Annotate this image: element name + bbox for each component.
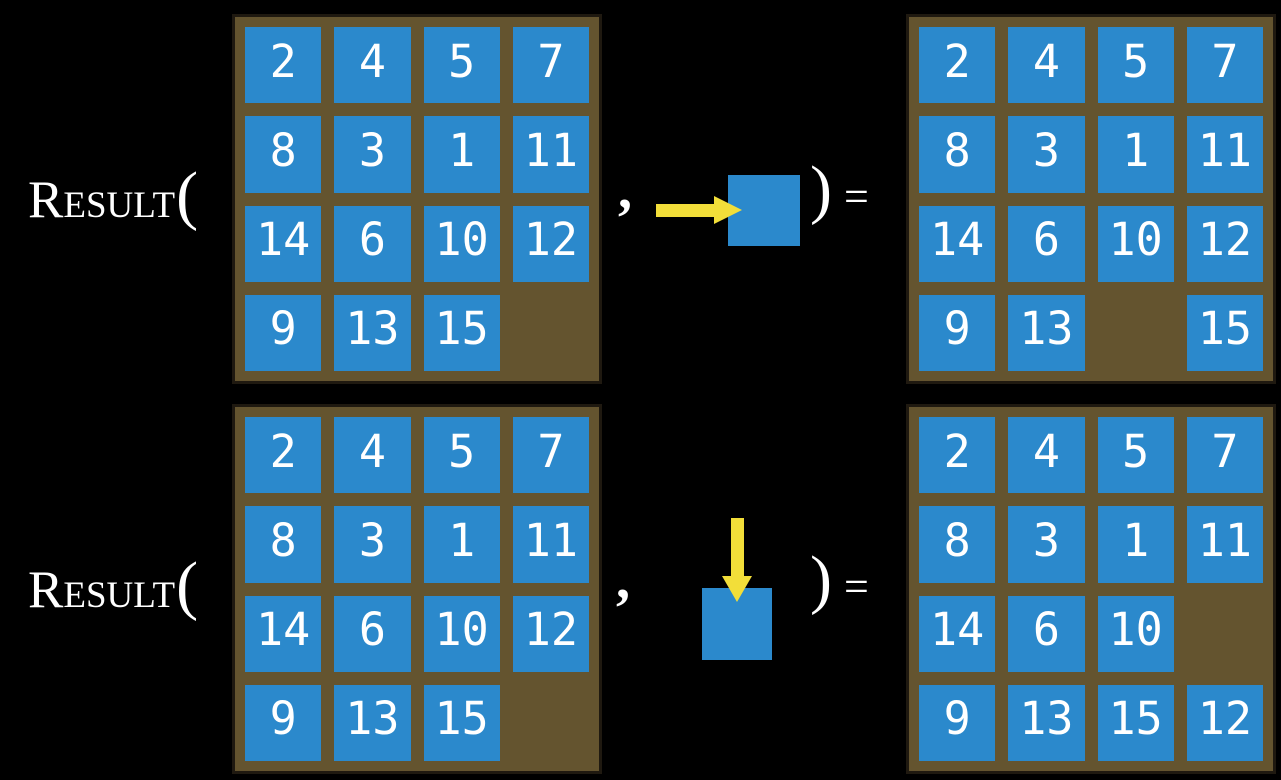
tile-14: 14	[919, 205, 996, 282]
tile-2: 2	[919, 27, 996, 104]
tile-14: 14	[245, 205, 322, 282]
tile-2: 2	[245, 417, 322, 494]
tile-6: 6	[334, 595, 411, 672]
tile-3: 3	[1008, 116, 1085, 193]
open-paren: (	[176, 159, 199, 232]
close-equals-1: )=	[810, 157, 869, 223]
tile-3: 3	[334, 116, 411, 193]
tile-15: 15	[423, 684, 500, 761]
tile-10: 10	[1097, 205, 1174, 282]
tile-11: 11	[512, 506, 589, 583]
tile-4: 4	[1008, 27, 1085, 104]
tile-1: 1	[1097, 116, 1174, 193]
tile-9: 9	[245, 684, 322, 761]
tile-11: 11	[1186, 506, 1263, 583]
tile-6: 6	[334, 205, 411, 282]
empty-cell	[1187, 596, 1263, 672]
tile-5: 5	[423, 417, 500, 494]
slide-right-action	[656, 175, 802, 247]
tile-13: 13	[334, 294, 411, 371]
tile-15: 15	[1097, 684, 1174, 761]
tile-10: 10	[1097, 595, 1174, 672]
empty-cell	[513, 685, 589, 761]
tile-3: 3	[1008, 506, 1085, 583]
tile-2: 2	[245, 27, 322, 104]
tile-10: 10	[423, 595, 500, 672]
tile-13: 13	[334, 684, 411, 761]
tile-11: 11	[1186, 116, 1263, 193]
tile-4: 4	[334, 27, 411, 104]
function-name: Result	[28, 171, 176, 229]
tile-8: 8	[245, 506, 322, 583]
comma-1: ,	[618, 159, 632, 221]
tile-15: 15	[423, 294, 500, 371]
tile-7: 7	[1186, 27, 1263, 104]
arrow-right-head-icon	[714, 196, 742, 224]
close-equals-2: )=	[810, 547, 869, 613]
tile-12: 12	[1186, 684, 1263, 761]
tile-8: 8	[245, 116, 322, 193]
tile-1: 1	[423, 506, 500, 583]
result-call-label-1: Result(	[28, 163, 198, 229]
slide-down-action	[700, 518, 772, 661]
tile-9: 9	[245, 294, 322, 371]
close-paren: )	[810, 543, 832, 616]
tile-9: 9	[919, 294, 996, 371]
arrow-down-icon	[731, 518, 744, 580]
tile-13: 13	[1008, 684, 1085, 761]
tile-10: 10	[423, 205, 500, 282]
tile-7: 7	[1186, 417, 1263, 494]
tile-7: 7	[512, 417, 589, 494]
tile-8: 8	[919, 116, 996, 193]
tile-12: 12	[512, 205, 589, 282]
tile-14: 14	[245, 595, 322, 672]
tile-15: 15	[1186, 294, 1263, 371]
open-paren: (	[176, 549, 199, 622]
tile-14: 14	[919, 595, 996, 672]
tile-5: 5	[423, 27, 500, 104]
close-paren: )	[810, 153, 832, 226]
empty-cell	[1098, 295, 1174, 371]
comma-2: ,	[616, 549, 630, 611]
tile-1: 1	[423, 116, 500, 193]
tile-13: 13	[1008, 294, 1085, 371]
equals-sign: =	[843, 172, 869, 221]
tile-5: 5	[1097, 27, 1174, 104]
tile-2: 2	[919, 417, 996, 494]
tile-9: 9	[919, 684, 996, 761]
result-call-label-2: Result(	[28, 553, 198, 619]
tile-8: 8	[919, 506, 996, 583]
tile-12: 12	[512, 595, 589, 672]
tile-5: 5	[1097, 417, 1174, 494]
empty-cell	[513, 295, 589, 371]
tile-4: 4	[1008, 417, 1085, 494]
tile-11: 11	[512, 116, 589, 193]
function-name: Result	[28, 561, 176, 619]
tile-12: 12	[1186, 205, 1263, 282]
tile-4: 4	[334, 417, 411, 494]
tile-1: 1	[1097, 506, 1174, 583]
arrow-right-icon	[656, 204, 716, 217]
arrow-down-head-icon	[722, 576, 752, 602]
tile-6: 6	[1008, 595, 1085, 672]
tile-6: 6	[1008, 205, 1085, 282]
tile-7: 7	[512, 27, 589, 104]
tile-3: 3	[334, 506, 411, 583]
equals-sign: =	[843, 562, 869, 611]
